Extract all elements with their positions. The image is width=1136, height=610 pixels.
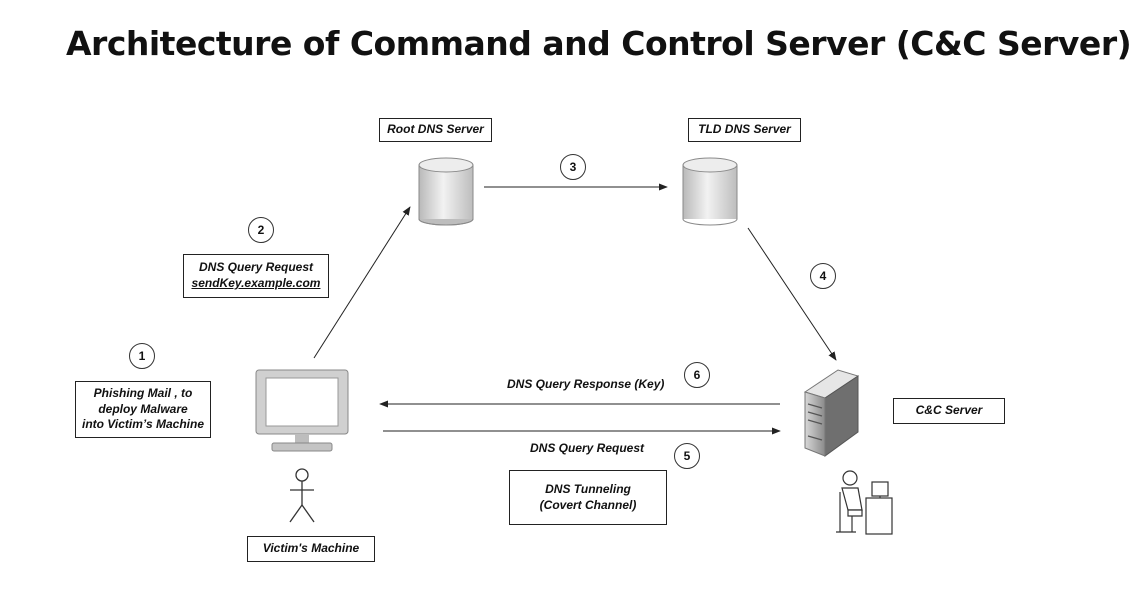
root-dns-database-icon [418,157,474,226]
step-1-badge: 1 [129,343,155,369]
arrow-tld-to-cc-server [747,227,837,361]
tld-dns-database-icon [682,157,738,226]
root-dns-server-label: Root DNS Server [379,118,492,142]
page-title: Architecture of Command and Control Serv… [66,24,1132,63]
dns-query-domain: sendKey.example.com [191,276,321,290]
step-4-badge: 4 [810,263,836,289]
tld-dns-server-label: TLD DNS Server [688,118,801,142]
operator-at-desk-icon [836,470,893,535]
dns-tunneling-note: DNS Tunneling (Covert Channel) [509,470,667,525]
user-stick-figure-icon [289,468,315,523]
dns-query-response-label: DNS Query Response (Key) [507,377,665,391]
step-2-badge: 2 [248,217,274,243]
phishing-note-line-1: Phishing Mail , to [93,386,193,401]
phishing-note-line-3: into Victim’s Machine [81,417,205,432]
monitor-icon [255,369,349,452]
step-6-badge: 6 [684,362,710,388]
step-3-badge: 3 [560,154,586,180]
arrow-victim-to-root-dns [313,206,411,359]
cc-server-label: C&C Server [893,398,1005,424]
dns-query-request-note-title: DNS Query Request [198,260,314,275]
phishing-note-line-2: deploy Malware [98,401,188,416]
step-5-badge: 5 [674,443,700,469]
phishing-mail-note: Phishing Mail , to deploy Malware into V… [75,381,211,438]
server-tower-icon [803,369,860,457]
tunnel-note-line-1: DNS Tunneling [545,481,631,496]
dns-query-request-label: DNS Query Request [530,441,645,455]
tunnel-note-line-2: (Covert Channel) [539,497,637,512]
dns-query-request-note: DNS Query Request sendKey.example.com [183,254,329,298]
victims-machine-label: Victim's Machine [247,536,375,562]
